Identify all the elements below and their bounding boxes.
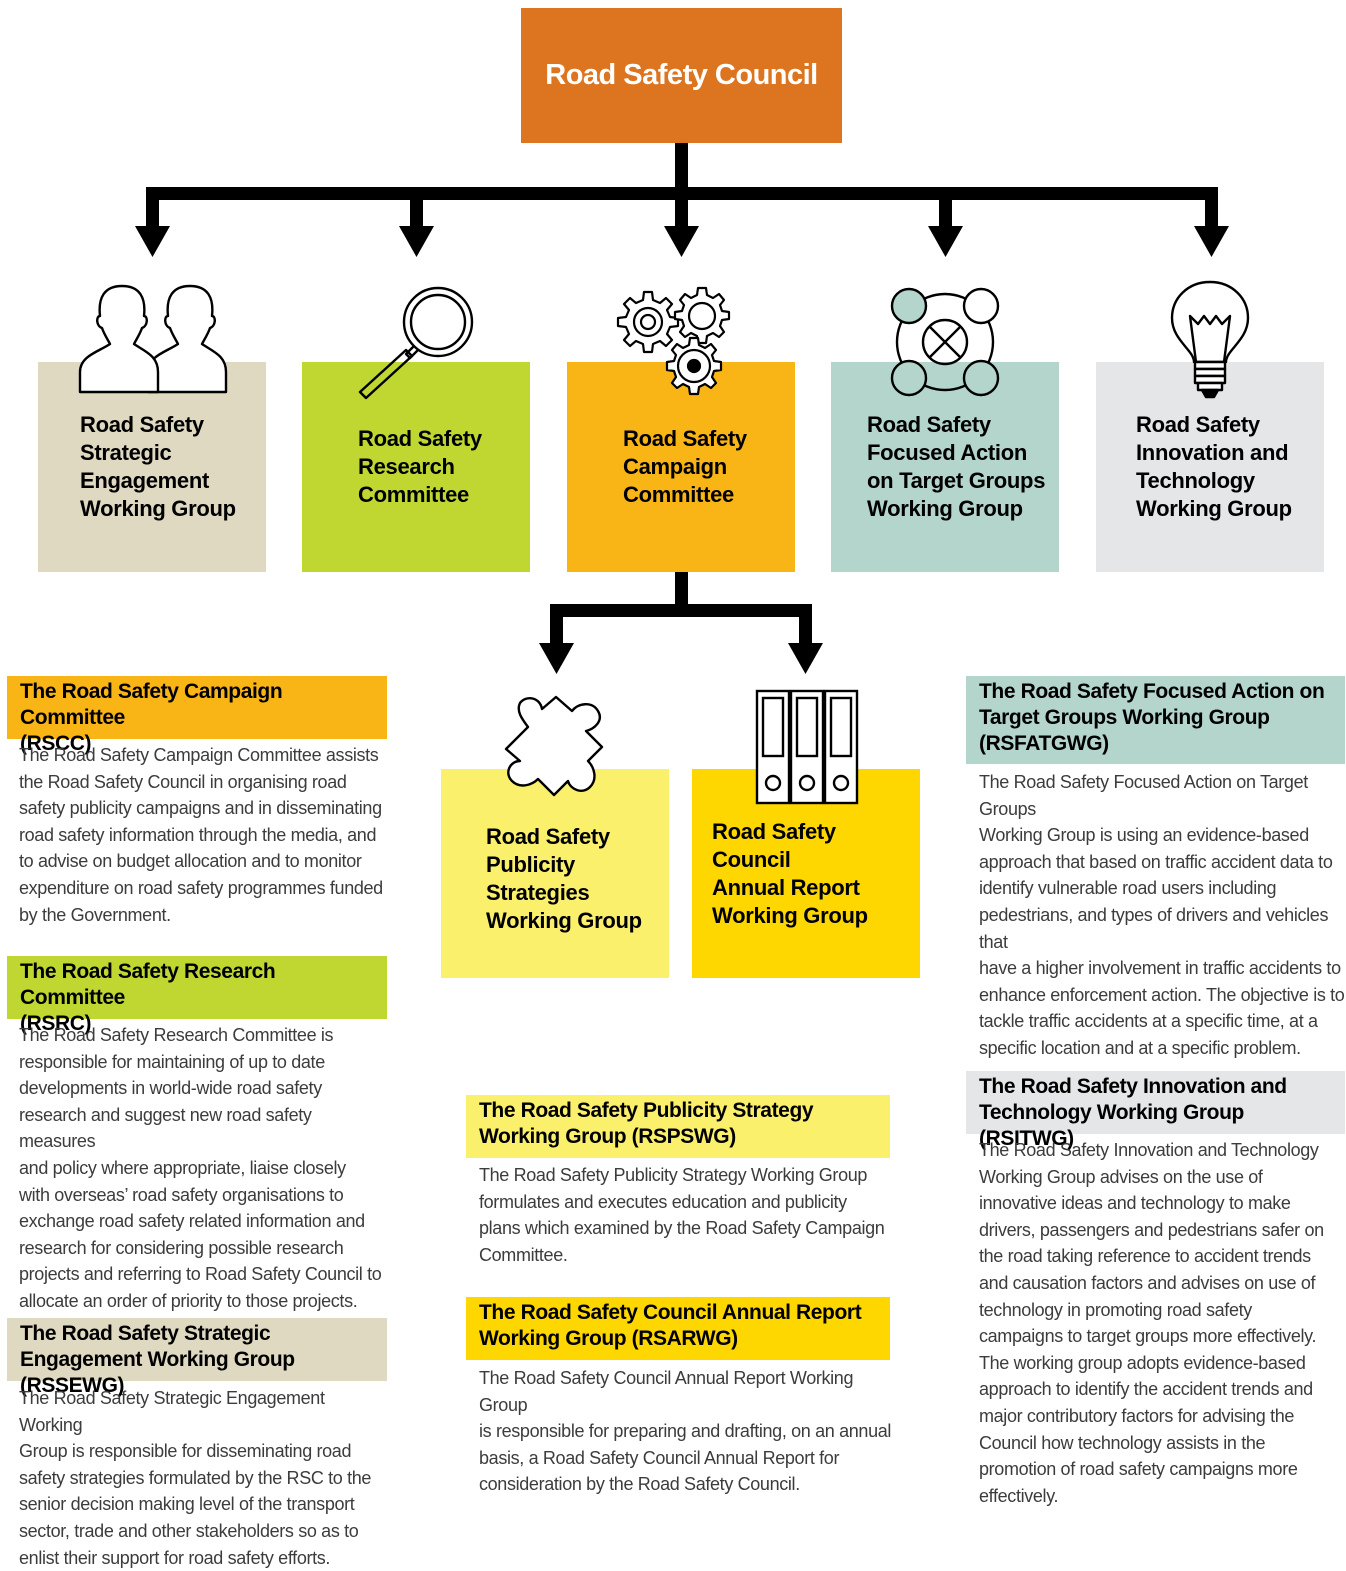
campaign-stem (675, 571, 688, 611)
description-rsarwg: The Road Safety Council Annual Report Wo… (479, 1368, 892, 1495)
sub-branch-line (550, 604, 812, 617)
arrow-head-rsfatgwg (928, 226, 963, 257)
group-box-rscc: Road Safety Campaign Committee (567, 362, 795, 572)
arrow-head-rscc (664, 226, 699, 257)
arrow-shaft-rsrc (410, 187, 423, 227)
description-rsitwg: The Road Safety Innovation and Technolog… (979, 1140, 1324, 1506)
group-label-rsfatgwg: Road Safety Focused Action on Target Gro… (867, 412, 1046, 521)
heading-rssewg: The Road Safety Strategic Engagement Wor… (7, 1318, 387, 1397)
subgroup-label-rsarwg: Road Safety Council Annual Report Workin… (712, 818, 868, 928)
people-icon (78, 284, 228, 394)
arrow-head-rssewg (135, 226, 170, 257)
subgroup-label-rspswg: Road Safety Publicity Strategies Working… (486, 823, 642, 933)
puzzle-icon (504, 695, 604, 797)
group-box-rsrc: Road Safety Research Committee (302, 362, 530, 572)
group-label-rsrc: Road Safety Research Committee (358, 426, 482, 507)
heading-rsarwg: The Road Safety Council Annual Report Wo… (466, 1297, 890, 1360)
arrow-head-rsitwg (1194, 226, 1229, 257)
arrow-shaft-rssewg (146, 187, 159, 227)
description-rsrc: The Road Safety Research Committee is re… (19, 1025, 382, 1311)
arrow-shaft-rsarwg (799, 604, 812, 644)
description-rspswg: The Road Safety Publicity Strategy Worki… (479, 1165, 885, 1265)
group-box-rsfatgwg: Road Safety Focused Action on Target Gro… (831, 362, 1059, 572)
council-box: Road Safety Council (521, 8, 842, 143)
arrow-shaft-rsfatgwg (939, 187, 952, 227)
group-box-rssewg: Road Safety Strategic Engagement Working… (38, 362, 266, 572)
heading-rsitwg: The Road Safety Innovation and Technolog… (966, 1071, 1345, 1150)
group-label-rssewg: Road Safety Strategic Engagement Working… (80, 412, 236, 521)
heading-rscc: The Road Safety Campaign Committee (RSCC… (7, 676, 387, 755)
arrow-head-rspswg (539, 643, 574, 674)
target-icon (890, 287, 1000, 397)
heading-rspswg: The Road Safety Publicity Strategy Worki… (466, 1095, 890, 1158)
binders-icon (755, 689, 859, 805)
arrow-shaft-rscc (675, 187, 688, 227)
description-rsfatgwg: The Road Safety Focused Action on Target… (979, 772, 1345, 1058)
group-label-rsitwg: Road Safety Innovation and Technology Wo… (1136, 412, 1292, 521)
subgroup-box-rspswg: Road Safety Publicity Strategies Working… (441, 769, 669, 978)
arrow-shaft-rsitwg (1205, 187, 1218, 227)
group-label-rscc: Road Safety Campaign Committee (623, 426, 747, 507)
arrow-shaft-rspswg (550, 604, 563, 644)
council-stem (675, 143, 688, 191)
arrow-head-rsrc (399, 226, 434, 257)
description-rssewg: The Road Safety Strategic Engagement Wor… (19, 1388, 372, 1568)
magnifier-icon (358, 286, 474, 400)
council-title: Road Safety Council (545, 59, 818, 91)
heading-rsrc: The Road Safety Research Committee (RSRC… (7, 956, 387, 1035)
description-rscc: The Road Safety Campaign Committee assis… (19, 745, 383, 925)
lightbulb-icon (1170, 280, 1250, 399)
gears-icon (616, 286, 731, 396)
arrow-head-rsarwg (788, 643, 823, 674)
heading-rsfatgwg: The Road Safety Focused Action on Target… (966, 676, 1345, 764)
